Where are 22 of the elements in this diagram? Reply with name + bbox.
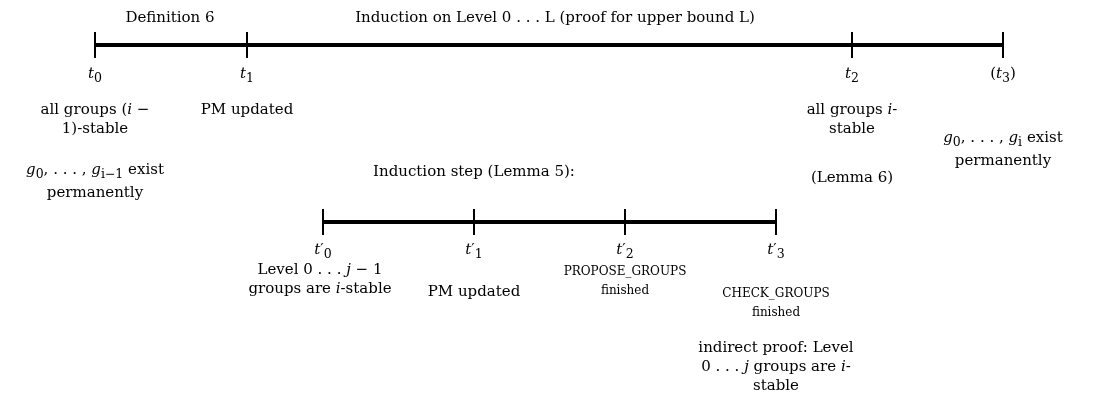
event-note: indirect proof: Level 0 . . . j groups are i-stable bbox=[697, 338, 855, 395]
event-note: PROPOSE_GROUPS finished bbox=[562, 263, 688, 299]
event-note: (Lemma 6) bbox=[809, 168, 895, 187]
event-note: g$_{0}$, . . . , g$_{i}$ exist permanently bbox=[942, 128, 1064, 170]
interval-label: Induction on Level 0 . . . L (proof for upper bound L) bbox=[354, 8, 756, 27]
time-point-label: t′$_{1}$ bbox=[464, 240, 484, 263]
section-heading: Induction step (Lemma 5): bbox=[372, 162, 576, 181]
time-point-label: t$_{2}$ bbox=[844, 64, 860, 87]
time-point-label: t′$_{3}$ bbox=[766, 240, 786, 263]
time-point-label: (t$_{3}$) bbox=[989, 64, 1017, 87]
time-point-label: t′$_{0}$ bbox=[313, 240, 333, 263]
interval-label: Definition 6 bbox=[124, 8, 216, 27]
event-note: PM updated bbox=[199, 100, 295, 119]
time-point-label: t$_{0}$ bbox=[87, 64, 103, 87]
event-note: all groups (i − 1)-stable bbox=[39, 100, 151, 138]
time-point-label: t′$_{2}$ bbox=[615, 240, 635, 263]
event-note: all groups i-stable bbox=[805, 100, 899, 138]
event-note: Level 0 . . . j − 1 groups are i-stable bbox=[247, 260, 393, 298]
event-note: PM updated bbox=[426, 282, 522, 301]
event-note: CHECK_GROUPS finished bbox=[721, 285, 831, 321]
time-point-label: t$_{1}$ bbox=[239, 64, 255, 87]
event-note: g$_{0}$, . . . , g$_{i−1}$ exist permanently bbox=[25, 160, 165, 202]
